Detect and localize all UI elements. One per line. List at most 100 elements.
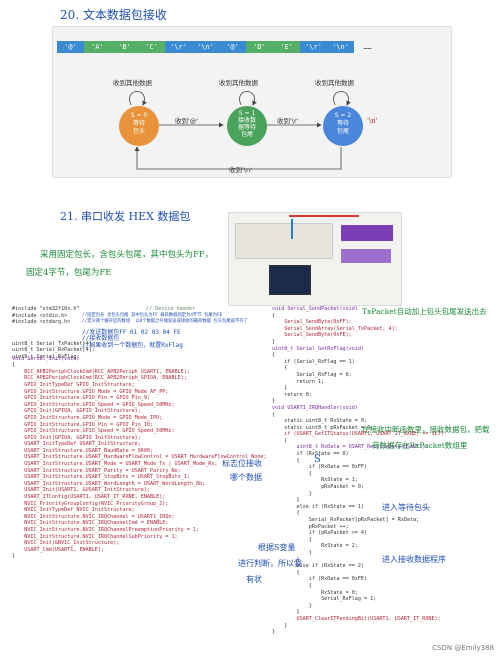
state-var-annotation-2: 进行判断，所以我 bbox=[238, 559, 302, 568]
byte-sequence: '@''A''B''C''\r''\n''@''D''E''\r''\n'…… bbox=[57, 34, 447, 53]
state-s1: S = 1 接收数 据等待 包尾 bbox=[227, 106, 267, 146]
code-line: return 0; bbox=[272, 391, 312, 398]
code-comment: //接收数据包 bbox=[82, 335, 120, 343]
code-line: Serial_SendByte(0xFE); bbox=[272, 332, 352, 339]
code-line: NVIC_InitStructure.NVIC_IRQChannel = USA… bbox=[12, 513, 175, 520]
hardware-photo bbox=[228, 212, 402, 306]
code-line: NVIC_InitStructure.NVIC_IRQChannelSubPri… bbox=[12, 533, 178, 540]
code-line: { bbox=[272, 510, 300, 517]
code-line: void Serial_Init(void) bbox=[12, 355, 80, 362]
byte-cell: 'E' bbox=[273, 41, 300, 53]
code-body-right: void Serial_SendPacket(void){ Serial_Sen… bbox=[272, 306, 452, 636]
code-line: } bbox=[272, 338, 276, 345]
code-line: NVIC_PriorityGroupConfig(NVIC_PriorityGr… bbox=[12, 500, 169, 507]
state-text: 包尾 bbox=[240, 131, 253, 138]
rx-annotation-1: 在接收中断函数里，接收数据包，把载 bbox=[362, 425, 490, 434]
code-line: if (RxData == 0xFF) bbox=[272, 464, 368, 471]
code-line: { bbox=[272, 411, 276, 418]
code-line: Serial_RxFlag = 0; bbox=[272, 371, 352, 378]
state-text: S = 0 bbox=[130, 112, 148, 119]
flag-annotation-2: 哪个数据 bbox=[230, 473, 262, 482]
code-line: USART_InitStructure.USART_BaudRate = 960… bbox=[12, 447, 154, 454]
code-line: { bbox=[12, 362, 16, 369]
code-line: if (RxData == 0xFE) bbox=[272, 576, 368, 583]
code-line: RCC_APB2PeriphClockCmd(RCC_APB2Periph_US… bbox=[12, 368, 190, 375]
code-line: if (RxState == 0) bbox=[272, 451, 349, 458]
code-line: uint8_t Serial_RxPacket[4]; bbox=[12, 347, 95, 354]
code-line: RxState = 1; bbox=[272, 477, 358, 484]
oled-module bbox=[269, 265, 311, 295]
code-line: RxState = 2; bbox=[272, 543, 358, 550]
code-line: void Serial_SendPacket(void) bbox=[272, 306, 358, 312]
code-line: USART_InitStructure.USART_WordLength = U… bbox=[12, 480, 206, 487]
code-line: USART_InitStructure.USART_StopBits = USA… bbox=[12, 474, 190, 481]
code-line: if (pRxPacket >= 4) bbox=[272, 530, 368, 537]
code-line: else if (RxState == 2) bbox=[272, 563, 365, 570]
code-line: } bbox=[272, 622, 288, 629]
hex-note-1: 采用固定包长，含包头包尾，其中包头为FF， bbox=[40, 250, 214, 260]
code-comment: //如果收到一个数据包，就置RxFlag bbox=[82, 341, 183, 349]
state-text: S = 1 bbox=[238, 110, 256, 117]
data-state-annotation: 进入接收数据程序 bbox=[382, 555, 446, 564]
transition-label: 收到'\n' bbox=[229, 166, 252, 174]
state-above-label: 收到其他数据 bbox=[113, 79, 152, 87]
code-line: static uint8_t RxState = 0; bbox=[272, 418, 368, 425]
code-line: } bbox=[272, 556, 300, 563]
wire bbox=[291, 219, 293, 239]
byte-cell: '\n' bbox=[327, 41, 354, 53]
code-line: Serial_RxFlag = 1; bbox=[272, 596, 377, 603]
code-line: { bbox=[272, 457, 300, 464]
hex-note-2: 固定4字节，包尾为FE bbox=[26, 268, 112, 278]
code-line: USART_InitTypeDef USART_InitStructure; bbox=[12, 441, 141, 448]
code-line: return 1; bbox=[272, 378, 325, 385]
code-line: } bbox=[272, 490, 312, 497]
code-line: } bbox=[272, 549, 312, 556]
state-text: 等待 bbox=[336, 120, 349, 127]
code-line: USART_InitStructure.USART_HardwareFlowCo… bbox=[12, 454, 267, 461]
code-line: Serial_SendByte(0xFF); bbox=[272, 319, 352, 326]
code-line: #include "stm32f10x.h" bbox=[12, 306, 80, 312]
byte-cell: '\r' bbox=[165, 41, 192, 53]
code-line: GPIO_InitStructure.GPIO_Mode = GPIO_Mode… bbox=[12, 388, 169, 395]
code-line: Serial_RxPacket[pRxPacket] = RxData; bbox=[272, 517, 420, 523]
state-text: 等待 bbox=[132, 120, 145, 127]
byte-cell: '\r' bbox=[300, 41, 327, 53]
byte-cell: …… bbox=[363, 43, 372, 51]
rx-annotation-2: 荷数据存在RxPacket数组里 bbox=[372, 441, 468, 450]
state-var-annotation-3: 有状 bbox=[246, 575, 262, 584]
code-line: USART_InitStructure.USART_Mode = USART_M… bbox=[12, 461, 218, 468]
header-state-annotation: 进入等待包头 bbox=[382, 503, 430, 512]
s-mark: S bbox=[314, 454, 321, 465]
breadboard bbox=[235, 223, 333, 259]
state-s0: S = 0 等待 包头 bbox=[119, 106, 159, 146]
code-line: GPIO_Init(GPIOA, &GPIO_InitStructure); bbox=[12, 434, 141, 441]
code-line: { bbox=[272, 312, 276, 319]
code-line: { bbox=[272, 569, 300, 576]
code-line: { bbox=[272, 352, 276, 359]
code-line: if (USART_GetITStatus(USART1, USART_IT_R… bbox=[272, 431, 444, 438]
code-line: uint8_t Serial_RxFlag; bbox=[12, 353, 80, 360]
state-text: 包尾 bbox=[336, 128, 349, 135]
code-line: GPIO_InitStructure.GPIO_Speed = GPIO_Spe… bbox=[12, 428, 175, 435]
code-line: GPIO_InitStructure.GPIO_Pin = GPIO_Pin_9… bbox=[12, 395, 151, 402]
handwritten-note: '\n' bbox=[367, 117, 378, 125]
code-line: if (Serial_RxFlag == 1) bbox=[272, 358, 355, 365]
code-line: RxState = 0; bbox=[272, 589, 358, 596]
code-line: pRxPacket = 0; bbox=[272, 484, 365, 491]
txpacket-annotation: TxPacket自动加上包头包尾发送出去 bbox=[362, 307, 487, 316]
code-line: NVIC_Init(&NVIC_InitStructure); bbox=[12, 540, 120, 547]
state-text: 包头 bbox=[132, 128, 145, 135]
code-line: USART_ITConfig(USART1, USART_IT_RXNE, EN… bbox=[12, 494, 166, 501]
code-line: pRxPacket ++; bbox=[272, 523, 349, 530]
wire bbox=[289, 215, 359, 217]
code-line: { bbox=[272, 365, 288, 372]
byte-cell: '\n' bbox=[192, 41, 219, 53]
flag-annotation-1: 标志位接收 bbox=[222, 459, 262, 468]
code-line: } bbox=[272, 385, 288, 392]
state-text: 接收数 bbox=[237, 117, 256, 124]
code-line: RCC_APB2PeriphClockCmd(RCC_APB2Periph_GP… bbox=[12, 375, 187, 382]
code-line: USART_Cmd(USART1, ENABLE); bbox=[12, 546, 105, 553]
section1-title: 20. 文本数据包接收 bbox=[60, 8, 167, 22]
watermark: CSDN @Emily388 bbox=[432, 644, 494, 652]
code-body-left: void Serial_Init(void){ RCC_APB2PeriphCl… bbox=[12, 356, 267, 560]
